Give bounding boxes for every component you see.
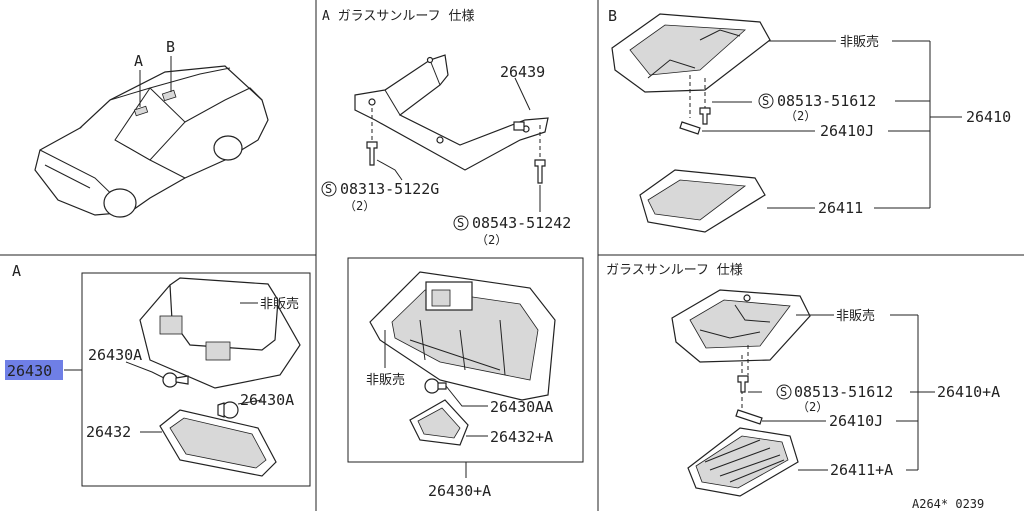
panel-title-sunroof: ガラスサンルーフ 仕様 [606,263,743,278]
lamp-a-bulb-2: 26430A [240,391,294,409]
bracket-section: A ガラスサンルーフ 仕様 26439 S 08313-5122G （2） S … [321,9,571,247]
car-label-b: B [166,38,175,56]
lamp-b-bulb-no: 26410J [820,122,874,140]
sunroof-lens-no: 26411+A [830,461,893,479]
screw-2-part-no: 08543-51242 [472,214,571,232]
lamp-a-center-section: 非販売 26430AA 26432+A 26430+A [347,257,584,500]
s-symbol-1: S [325,182,332,196]
car-illustration: A B [34,38,269,218]
s-symbol-3: S [762,94,769,108]
screw-1-part-no: 08313-5122G [340,180,439,198]
lamp-a-lens-no: 26432 [86,423,131,441]
sunroof-bulb-no: 26410J [829,412,883,430]
s-symbol-4: S [780,385,787,399]
lamp-b-section: B 非販売 26410 S 08513-51612 （2） 26410J 264… [608,7,1011,233]
bracket-part-no: 26439 [500,63,545,81]
lamp-b-assembly-no: 26410 [966,108,1011,126]
lamp-a-center-lens-no: 26432+A [490,428,553,446]
lamp-a-bulb-1: 26430A [88,346,142,364]
lamp-a-center-not-sold: 非販売 [366,372,405,388]
lamp-b-screw-no: 08513-51612 [777,92,876,110]
car-label-a: A [134,52,143,70]
lamp-sunroof-section: ガラスサンルーフ 仕様 非販売 S 08513-51612 26410+A （2… [606,263,1000,497]
panel-title-a-sunroof: A ガラスサンルーフ 仕様 [322,9,474,24]
lamp-a-center-assembly-no: 26430+A [428,482,491,500]
screw-2-qty: （2） [476,233,507,247]
lamp-a-center-bulb-no: 26430AA [490,398,553,416]
panel-title-a-bottom: A [12,262,21,280]
panel-title-b: B [608,7,617,25]
lamp-b-not-sold: 非販売 [840,34,879,50]
s-symbol-2: S [457,216,464,230]
screw-1-qty: （2） [344,199,375,213]
lamp-b-lens-no: 26411 [818,199,863,217]
sunroof-not-sold: 非販売 [836,308,875,324]
sunroof-assembly-no: 26410+A [937,383,1000,401]
sunroof-screw-no: 08513-51612 [794,383,893,401]
lamp-b-screw-qty: （2） [785,109,816,123]
lamp-a-assembly-no: 26430 [7,362,52,380]
highlighted-part-box [5,360,63,380]
lamp-a-not-sold: 非販売 [260,296,299,312]
footer-code: A264* 0239 [912,497,984,511]
lamp-a-left-section: A 非販売 26430A 26430A 26432 26430 [5,262,311,487]
sunroof-screw-qty: （2） [797,400,828,414]
